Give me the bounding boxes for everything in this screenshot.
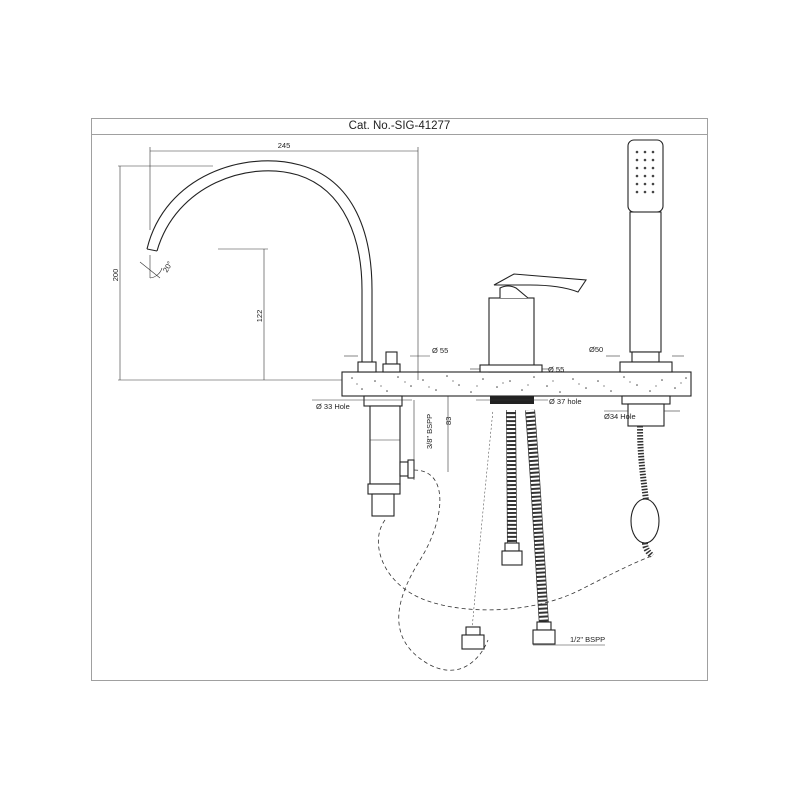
label-base-d55-mid: Ø 55 <box>548 365 564 374</box>
dim-total-height: 200 <box>111 269 120 282</box>
label-hole-34: Ø34 Hole <box>604 412 636 421</box>
mixer-valve: Ø 55 Ø 37 hole <box>470 273 587 406</box>
braided-hoses: 1/2" BSPP <box>461 409 605 650</box>
drawing-frame: Cat. No.-SIG-41277 <box>91 118 708 681</box>
hand-shower: Ø50 Ø34 Hole <box>589 139 684 559</box>
dim-spout-height: 122 <box>255 310 264 323</box>
label-base-d50: Ø50 <box>589 345 603 354</box>
countertop <box>341 371 692 397</box>
spout <box>146 160 415 517</box>
label-bspp-12: 1/2" BSPP <box>570 635 605 644</box>
connection-path <box>378 469 653 671</box>
dim-below-deck: 83 <box>444 417 453 425</box>
dim-angle: 20° <box>161 260 174 274</box>
catalog-title: Cat. No.-SIG-41277 <box>92 119 707 135</box>
spout-dimensions: 245 200 122 20° Ø 55 Ø 33 Hole 3/8" BSPP… <box>111 141 453 480</box>
label-bspp-38: 3/8" BSPP <box>425 414 434 449</box>
dim-reach: 245 <box>278 141 291 150</box>
label-hole-33: Ø 33 Hole <box>316 402 350 411</box>
label-hole-37: Ø 37 hole <box>549 397 582 406</box>
label-base-d55-left: Ø 55 <box>432 346 448 355</box>
